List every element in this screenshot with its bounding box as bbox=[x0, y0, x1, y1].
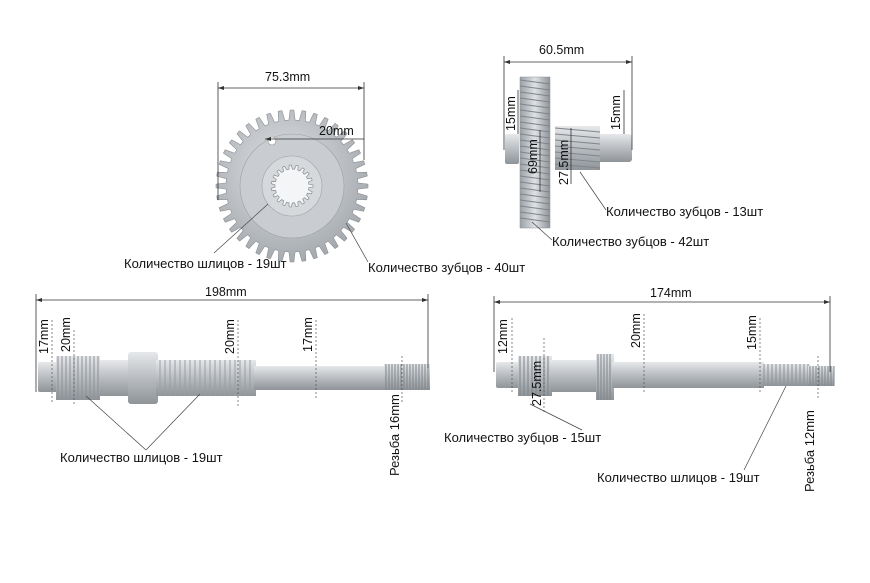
shaft-198-picture bbox=[38, 352, 430, 404]
gear-42-big-diameter-dimension: 69mm bbox=[526, 130, 541, 192]
shaft-174-dim-b-label: 27.5mm bbox=[530, 361, 544, 406]
shaft-174-length-dimension: 174mm bbox=[493, 286, 831, 372]
shaft-198-dim-d: 17mm bbox=[301, 317, 317, 400]
gear-40-teeth-label: Количество зубцов - 40шт bbox=[368, 260, 525, 275]
gear-40-bore-label: 20mm bbox=[319, 124, 354, 138]
gear-40-width-dimension: 75.3mm bbox=[217, 70, 365, 200]
gear-42-width-dimension: 60.5mm bbox=[503, 43, 633, 150]
gear-40-teeth-picture bbox=[215, 109, 369, 263]
gear-42-big-diameter-label: 69mm bbox=[526, 139, 540, 174]
gear-42-left-height-dimension: 15mm bbox=[504, 90, 519, 134]
shaft-174-dim-a-label: 12mm bbox=[496, 319, 510, 354]
gear-42-small-diameter-label: 27.5mm bbox=[557, 140, 571, 185]
shaft-198-dim-c: 20mm bbox=[223, 319, 239, 408]
shaft-174-dim-c-label: 20mm bbox=[629, 313, 643, 348]
gear-42-left-height-label: 15mm bbox=[504, 96, 518, 131]
gear-42-shaft-picture bbox=[505, 76, 632, 229]
gear-42-big-teeth-label: Количество зубцов - 42шт bbox=[552, 234, 709, 249]
shaft-174-picture bbox=[496, 354, 835, 400]
gear-42-right-height-label: 15mm bbox=[609, 95, 623, 130]
shaft-174-dim-d: 15mm bbox=[745, 315, 761, 392]
shaft-174-dim-d-label: 15mm bbox=[745, 315, 759, 350]
shaft-198-length-dimension: 198mm bbox=[35, 285, 429, 392]
shaft-198-dim-b: 20mm bbox=[59, 317, 75, 404]
gear-42-small-diameter-dimension: 27.5mm bbox=[557, 128, 572, 185]
gear-40-bore-dimension: 20mm bbox=[265, 124, 364, 141]
shaft-174-thread-dimension: Резьба 12mm bbox=[802, 356, 819, 492]
shaft-174-dim-b: 27.5mm bbox=[530, 338, 545, 412]
shaft-198-splines-label: Количество шлицов - 19шт bbox=[60, 450, 223, 465]
gear-42-width-label: 60.5mm bbox=[539, 43, 584, 57]
shaft-198-thread-dimension: Резьба 16mm bbox=[387, 356, 403, 476]
shaft-198-dim-b-label: 20mm bbox=[59, 317, 73, 352]
shaft-174-dim-a: 12mm bbox=[496, 318, 513, 392]
shaft-198-dim-c-label: 20mm bbox=[223, 319, 237, 354]
shaft-174-dim-c: 20mm bbox=[629, 313, 645, 394]
gear-42-right-height-dimension: 15mm bbox=[609, 90, 625, 134]
shaft-198-dim-a: 17mm bbox=[37, 319, 53, 404]
shaft-198-dim-d-label: 17mm bbox=[301, 317, 315, 352]
shaft-174-thread-label: Резьба 12mm bbox=[802, 410, 817, 492]
gear-40-splines-label: Количество шлицов - 19шт bbox=[124, 256, 287, 271]
gear-40-width-label: 75.3mm bbox=[265, 70, 310, 84]
gear-42-small-teeth-label: Количество зубцов - 13шт bbox=[606, 204, 763, 219]
shaft-174-length-label: 174mm bbox=[650, 286, 692, 300]
shaft-174-splines-label: Количество шлицов - 19шт bbox=[597, 470, 760, 485]
shaft-198-dim-a-label: 17mm bbox=[37, 319, 51, 354]
shaft-198-length-label: 198mm bbox=[205, 285, 247, 299]
shaft-198-thread-label: Резьба 16mm bbox=[387, 394, 402, 476]
shaft-174-teeth-label: Количество зубцов - 15шт bbox=[444, 430, 601, 445]
